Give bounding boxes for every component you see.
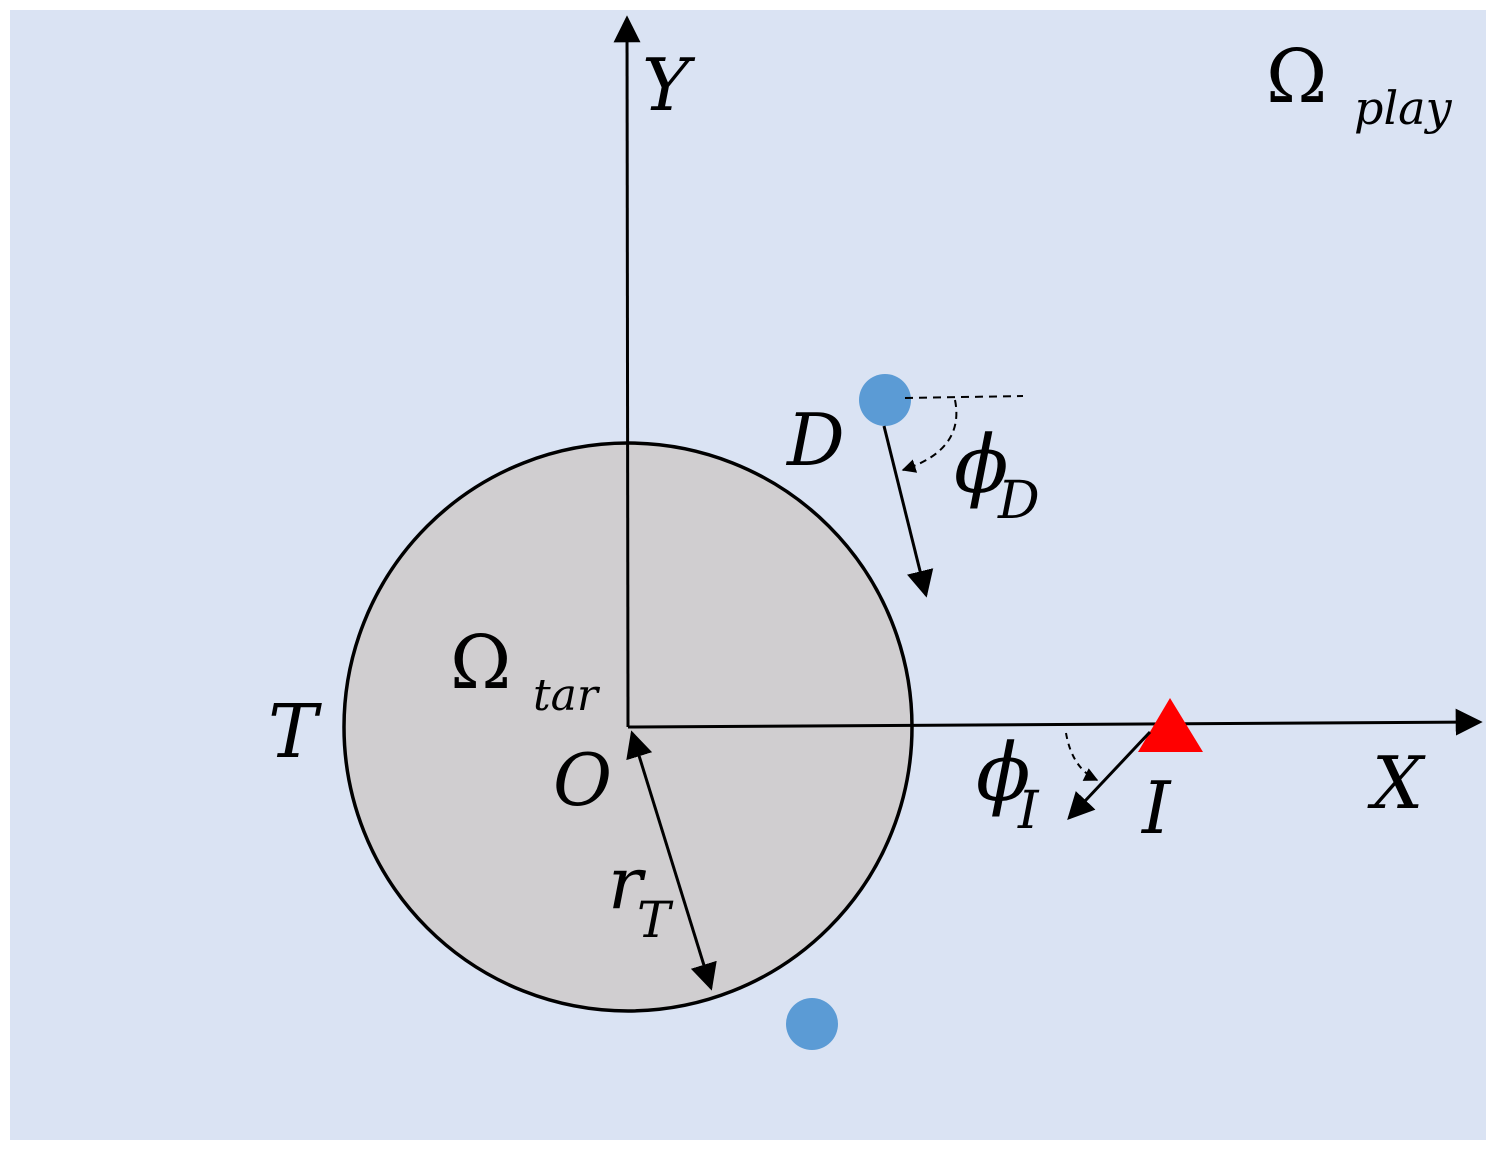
radius-label: r xyxy=(608,841,646,925)
phi-i-angle-arc xyxy=(1065,732,1099,781)
phi-d-angle-arc xyxy=(901,399,958,473)
defender-marker-2 xyxy=(786,998,838,1050)
omega-play-symbol: Ω xyxy=(1266,34,1327,120)
x-axis xyxy=(627,708,1483,736)
defender-label: D xyxy=(785,398,845,482)
defender-heading-arrow xyxy=(882,425,934,598)
x-axis-label: X xyxy=(1367,741,1426,825)
origin-label: O xyxy=(553,738,612,822)
y-axis xyxy=(613,15,641,728)
omega-play-subscript: play xyxy=(1354,81,1453,135)
phi-d-symbol: ϕ xyxy=(954,418,1009,511)
defender-heading-ref-line xyxy=(904,395,1024,399)
phi-i-symbol: ϕ xyxy=(976,726,1031,819)
intruder-marker xyxy=(1138,698,1203,752)
omega-tar-symbol: Ω xyxy=(450,620,511,706)
y-axis-label: Y xyxy=(642,43,696,127)
radius-subscript: T xyxy=(637,891,674,949)
radius-arrow xyxy=(626,730,717,991)
defender-marker xyxy=(859,374,911,426)
phi-d-subscript: D xyxy=(997,471,1040,531)
phi-i-subscript: I xyxy=(1017,781,1040,841)
omega-tar-subscript: tar xyxy=(533,670,601,721)
intruder-heading-arrow xyxy=(1067,730,1152,820)
target-set-label: T xyxy=(268,689,322,775)
intruder-label: I xyxy=(1140,766,1172,850)
